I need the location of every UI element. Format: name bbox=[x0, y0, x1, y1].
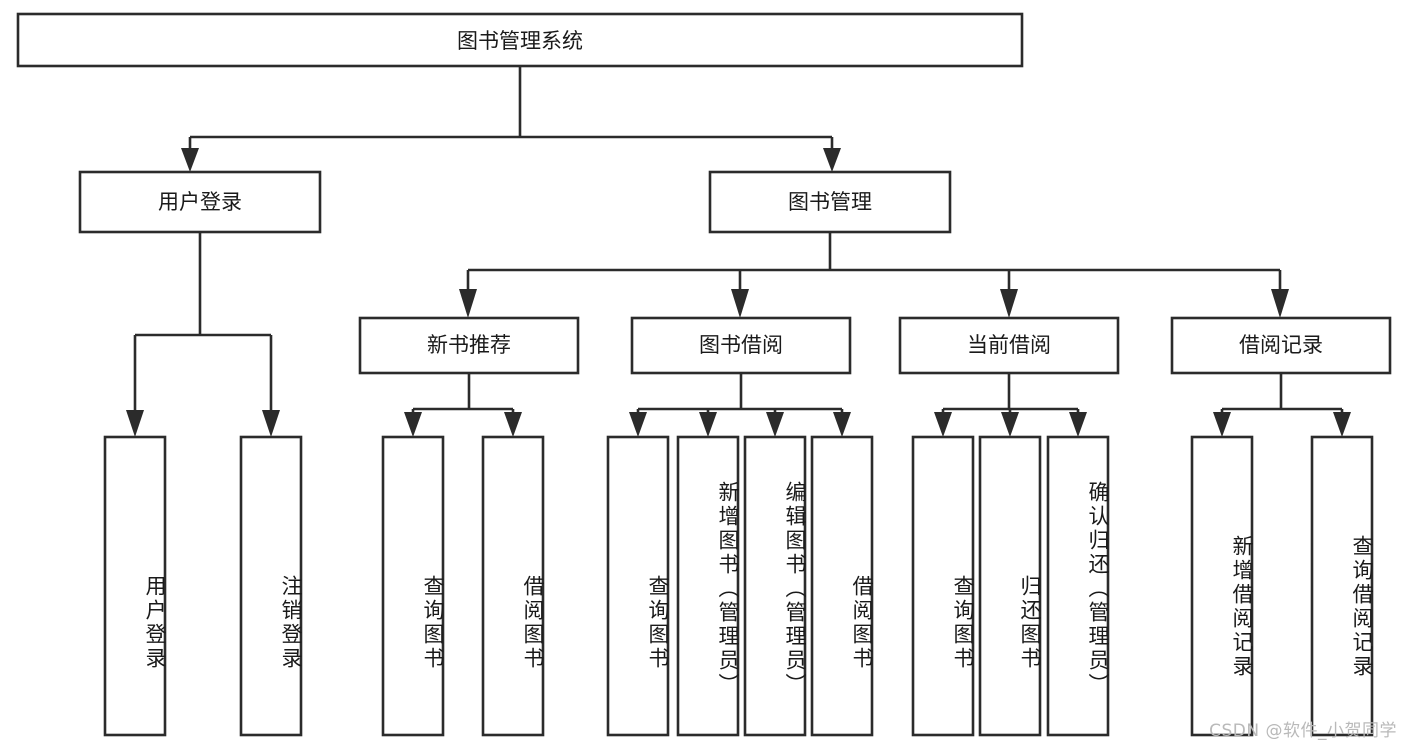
arrowhead-to-current-borrow bbox=[1000, 289, 1018, 318]
arrowhead-to-new-book bbox=[459, 289, 477, 318]
arrowhead-leaf-new-book-1 bbox=[404, 412, 422, 437]
leaf-box-borrow-record-2[interactable] bbox=[1310, 435, 1374, 737]
leaf-box-book-borrow-3[interactable] bbox=[743, 435, 807, 737]
arrowhead-leaf-user-login-1 bbox=[126, 410, 144, 437]
leaf-box-current-borrow-3[interactable] bbox=[1046, 435, 1110, 737]
node-book-manage-label: 图书管理 bbox=[788, 190, 872, 214]
leaf-box-book-borrow-1[interactable] bbox=[606, 435, 670, 737]
arrowhead-leaf-user-login-2 bbox=[262, 410, 280, 437]
arrowhead-to-borrow-record bbox=[1271, 289, 1289, 318]
arrowhead-leaf-book-borrow-3 bbox=[766, 412, 784, 437]
node-borrow-record-box bbox=[1170, 316, 1392, 375]
node-book-manage[interactable]: 图书管理 bbox=[708, 170, 952, 234]
node-borrow-record-label: 借阅记录 bbox=[1239, 333, 1323, 357]
leaf-box-book-borrow-4[interactable] bbox=[810, 435, 874, 737]
leaf-box-book-borrow-2[interactable] bbox=[676, 435, 740, 737]
node-current-borrow-label: 当前借阅 bbox=[967, 333, 1051, 357]
node-book-borrow-label: 图书借阅 bbox=[699, 333, 783, 357]
node-book-borrow[interactable]: 图书借阅 bbox=[630, 316, 852, 375]
arrowhead-to-book-borrow bbox=[731, 289, 749, 318]
csdn-watermark: CSDN @软件_小贺同学 bbox=[1209, 721, 1397, 741]
arrowhead-leaf-current-borrow-1 bbox=[934, 412, 952, 437]
leaf-box-borrow-record-1[interactable] bbox=[1190, 435, 1254, 737]
arrowhead-leaf-current-borrow-3 bbox=[1069, 412, 1087, 437]
arrowhead-leaf-borrow-record-2 bbox=[1333, 412, 1351, 437]
node-book-manage-box bbox=[708, 170, 952, 234]
node-root[interactable]: 图书管理系统 bbox=[16, 12, 1024, 68]
leaf-box-new-book-1[interactable] bbox=[381, 435, 445, 737]
arrowhead-to-book-manage bbox=[823, 148, 841, 172]
node-user-login[interactable]: 用户登录 bbox=[78, 170, 322, 234]
node-user-login-label: 用户登录 bbox=[158, 190, 242, 214]
node-root-label: 图书管理系统 bbox=[457, 29, 583, 53]
arrowhead-leaf-book-borrow-1 bbox=[629, 412, 647, 437]
arrowhead-leaf-book-borrow-4 bbox=[833, 412, 851, 437]
node-new-book-recommend[interactable]: 新书推荐 bbox=[358, 316, 580, 375]
arrowhead-leaf-book-borrow-2 bbox=[699, 412, 717, 437]
node-new-book-recommend-label: 新书推荐 bbox=[427, 333, 511, 357]
node-root-box bbox=[16, 12, 1024, 68]
leaf-box-current-borrow-2[interactable] bbox=[978, 435, 1042, 737]
node-book-borrow-box bbox=[630, 316, 852, 375]
node-borrow-record[interactable]: 借阅记录 bbox=[1170, 316, 1392, 375]
leaf-box-current-borrow-1[interactable] bbox=[911, 435, 975, 737]
arrowhead-leaf-borrow-record-1 bbox=[1213, 412, 1231, 437]
leaf-box-new-book-2[interactable] bbox=[481, 435, 545, 737]
arrowhead-to-user-login bbox=[181, 148, 199, 172]
node-new-book-recommend-box bbox=[358, 316, 580, 375]
node-current-borrow[interactable]: 当前借阅 bbox=[898, 316, 1120, 375]
leaf-box-user-login-2[interactable] bbox=[239, 435, 303, 737]
leaf-box-user-login-1[interactable] bbox=[103, 435, 167, 737]
arrowhead-leaf-new-book-2 bbox=[504, 412, 522, 437]
arrowhead-leaf-current-borrow-2 bbox=[1001, 412, 1019, 437]
node-current-borrow-box bbox=[898, 316, 1120, 375]
